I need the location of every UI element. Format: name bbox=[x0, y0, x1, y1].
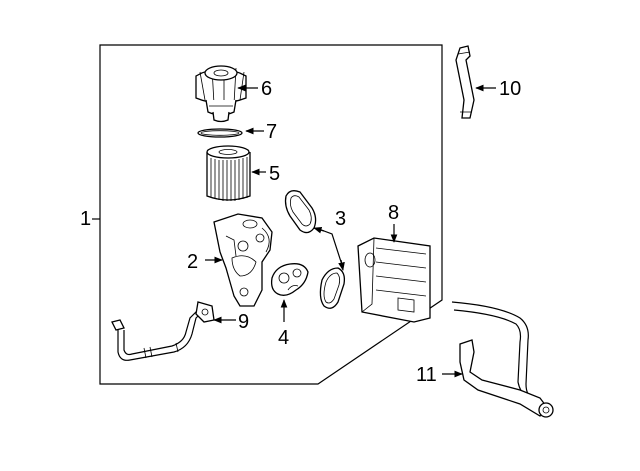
callout-7-label: 7 bbox=[266, 121, 277, 143]
callout-3-label: 3 bbox=[335, 208, 346, 230]
callout-11: 11 bbox=[416, 364, 463, 386]
callout-10: 10 bbox=[475, 78, 521, 100]
callout-7: 7 bbox=[245, 121, 277, 143]
oil-cooler-part bbox=[357, 237, 431, 323]
callout-1-label: 1 bbox=[80, 208, 91, 230]
callout-6-label: 6 bbox=[261, 78, 272, 100]
seal-part bbox=[270, 263, 309, 296]
callout-10-label: 10 bbox=[499, 78, 521, 100]
callout-3-leader bbox=[315, 227, 344, 269]
callout-2-label: 2 bbox=[187, 251, 198, 273]
o-ring-part bbox=[197, 128, 243, 138]
callout-2: 2 bbox=[187, 251, 223, 273]
callout-6: 6 bbox=[237, 78, 272, 100]
gasket-upper-part bbox=[284, 190, 317, 234]
callout-9-label: 9 bbox=[238, 311, 249, 333]
hose-upper-part bbox=[455, 45, 475, 119]
callout-5: 5 bbox=[251, 163, 280, 185]
callout-5-label: 5 bbox=[269, 163, 280, 185]
callout-4-label: 4 bbox=[278, 327, 289, 349]
callout-8: 8 bbox=[388, 202, 399, 243]
callout-8-label: 8 bbox=[388, 202, 399, 224]
callout-3-arrow-lower bbox=[338, 259, 345, 271]
filter-cap-part bbox=[195, 65, 247, 123]
assembly-boundary bbox=[99, 44, 443, 385]
gasket-lower-part bbox=[319, 267, 346, 309]
filter-housing-part bbox=[213, 213, 273, 307]
callout-11-label: 11 bbox=[416, 364, 437, 386]
callout-1: 1 bbox=[80, 208, 100, 230]
callout-4: 4 bbox=[278, 299, 289, 349]
callout-9: 9 bbox=[213, 311, 249, 333]
coolant-pipe-part bbox=[451, 301, 554, 418]
filter-element-part bbox=[206, 145, 251, 201]
callout-3: 3 bbox=[313, 208, 346, 271]
oil-line-part bbox=[111, 301, 215, 361]
callout-3-arrow-upper bbox=[313, 226, 325, 234]
